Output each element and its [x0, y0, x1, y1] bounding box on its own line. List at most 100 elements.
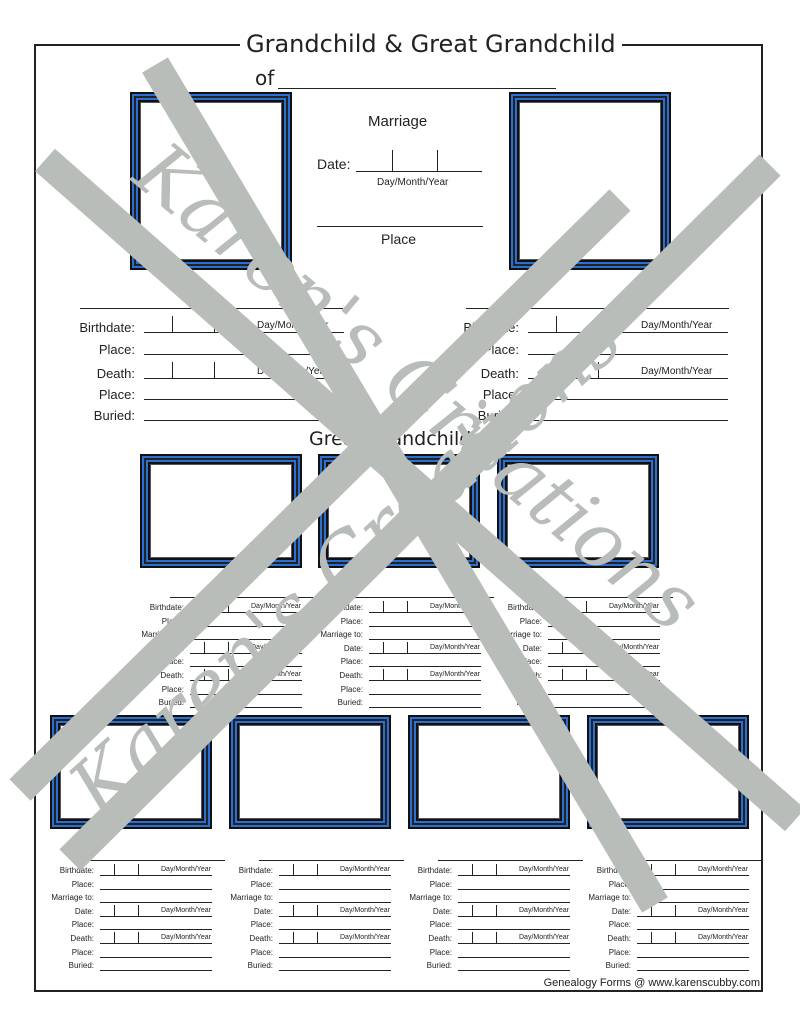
name-line[interactable] — [438, 860, 583, 861]
entry-line[interactable] — [279, 970, 391, 972]
great-grandchild-photo-frame[interactable] — [497, 454, 659, 568]
birth-place-label: Place: — [519, 616, 542, 626]
entry-line[interactable] — [548, 693, 660, 695]
entry-line[interactable] — [369, 693, 481, 695]
great-grandchild-photo-frame[interactable] — [50, 715, 212, 829]
entry-line[interactable] — [548, 707, 660, 709]
marriage-date-line[interactable] — [356, 171, 482, 172]
entry-line[interactable] — [144, 399, 344, 400]
great-grandchild-photo-frame[interactable] — [229, 715, 391, 829]
entry-line[interactable] — [637, 970, 749, 972]
of-name-line[interactable] — [278, 88, 556, 89]
name-line[interactable] — [349, 597, 494, 598]
entry-line[interactable] — [548, 612, 660, 613]
marriage-date-label: Date: — [432, 906, 452, 916]
date-divider — [472, 932, 473, 943]
entry-line[interactable] — [548, 625, 660, 627]
entry-line[interactable] — [190, 707, 302, 709]
entry-line[interactable] — [369, 707, 481, 709]
entry-line[interactable] — [190, 652, 302, 654]
entry-line[interactable] — [100, 902, 212, 904]
date-divider — [114, 904, 115, 916]
entry-line[interactable] — [100, 943, 212, 944]
marriage-place-line[interactable] — [317, 226, 483, 227]
entry-line[interactable] — [190, 625, 302, 627]
buried-label: Buried: — [68, 961, 94, 971]
birthdate-label: Birthdate: — [79, 320, 135, 335]
marriage-place-label: Place: — [608, 920, 631, 930]
entry-line[interactable] — [458, 875, 570, 876]
marriage-to-label: Marriage to: — [230, 893, 273, 903]
name-line[interactable] — [170, 597, 315, 598]
entry-line[interactable] — [458, 902, 570, 904]
entry-line[interactable] — [458, 943, 570, 944]
entry-line[interactable] — [369, 652, 481, 654]
buried-label: Buried: — [477, 408, 519, 423]
entry-line[interactable] — [528, 420, 728, 421]
name-line[interactable] — [466, 308, 729, 309]
entry-line[interactable] — [458, 929, 570, 931]
name-line[interactable] — [259, 860, 404, 861]
entry-line[interactable] — [369, 666, 481, 668]
entry-line[interactable] — [458, 915, 570, 917]
entry-line[interactable] — [100, 888, 212, 890]
entry-line[interactable] — [100, 956, 212, 958]
great-grandchild-photo-frame[interactable] — [408, 715, 570, 829]
entry-line[interactable] — [190, 666, 302, 668]
entry-line[interactable] — [369, 625, 481, 627]
entry-line[interactable] — [279, 875, 391, 876]
entry-line[interactable] — [100, 929, 212, 931]
great-grandchild-photo-frame[interactable] — [318, 454, 480, 568]
entry-line[interactable] — [637, 915, 749, 917]
entry-line[interactable] — [100, 875, 212, 876]
entry-line[interactable] — [144, 332, 344, 333]
date-format: Day/Month/Year — [609, 671, 659, 678]
entry-line[interactable] — [637, 929, 749, 931]
entry-line[interactable] — [528, 399, 728, 400]
entry-line[interactable] — [458, 970, 570, 972]
marriage-date-label: Date: — [164, 643, 184, 653]
spouse-photo-frame[interactable] — [509, 92, 671, 270]
entry-line[interactable] — [528, 378, 728, 379]
name-line[interactable] — [80, 308, 343, 309]
entry-line[interactable] — [279, 915, 391, 917]
entry-line[interactable] — [637, 943, 749, 944]
entry-line[interactable] — [279, 929, 391, 931]
entry-line[interactable] — [528, 354, 728, 355]
entry-line[interactable] — [190, 639, 302, 641]
entry-line[interactable] — [637, 902, 749, 904]
entry-line[interactable] — [279, 956, 391, 958]
date-format: Day/Month/Year — [519, 866, 569, 873]
entry-line[interactable] — [144, 378, 344, 379]
entry-line[interactable] — [369, 680, 481, 681]
great-grandchild-photo-frame[interactable] — [140, 454, 302, 568]
entry-line[interactable] — [458, 888, 570, 890]
entry-line[interactable] — [144, 354, 344, 355]
entry-line[interactable] — [548, 652, 660, 654]
entry-line[interactable] — [100, 970, 212, 972]
entry-line[interactable] — [279, 902, 391, 904]
grandchild-photo-frame[interactable] — [130, 92, 292, 270]
entry-line[interactable] — [548, 666, 660, 668]
entry-line[interactable] — [369, 639, 481, 641]
name-line[interactable] — [528, 597, 673, 598]
entry-line[interactable] — [190, 612, 302, 613]
entry-line[interactable] — [369, 612, 481, 613]
great-grandchild-photo-frame[interactable] — [587, 715, 749, 829]
name-line[interactable] — [80, 860, 225, 861]
entry-line[interactable] — [637, 888, 749, 890]
entry-line[interactable] — [190, 693, 302, 695]
marriage-date-label: Date: — [343, 643, 363, 653]
entry-line[interactable] — [279, 888, 391, 890]
entry-line[interactable] — [190, 680, 302, 681]
entry-line[interactable] — [528, 332, 728, 333]
entry-line[interactable] — [548, 680, 660, 681]
entry-line[interactable] — [637, 956, 749, 958]
name-line[interactable] — [617, 860, 762, 861]
entry-line[interactable] — [548, 639, 660, 641]
entry-line[interactable] — [100, 915, 212, 917]
entry-line[interactable] — [458, 956, 570, 958]
entry-line[interactable] — [144, 420, 344, 421]
entry-line[interactable] — [637, 875, 749, 876]
entry-line[interactable] — [279, 943, 391, 944]
